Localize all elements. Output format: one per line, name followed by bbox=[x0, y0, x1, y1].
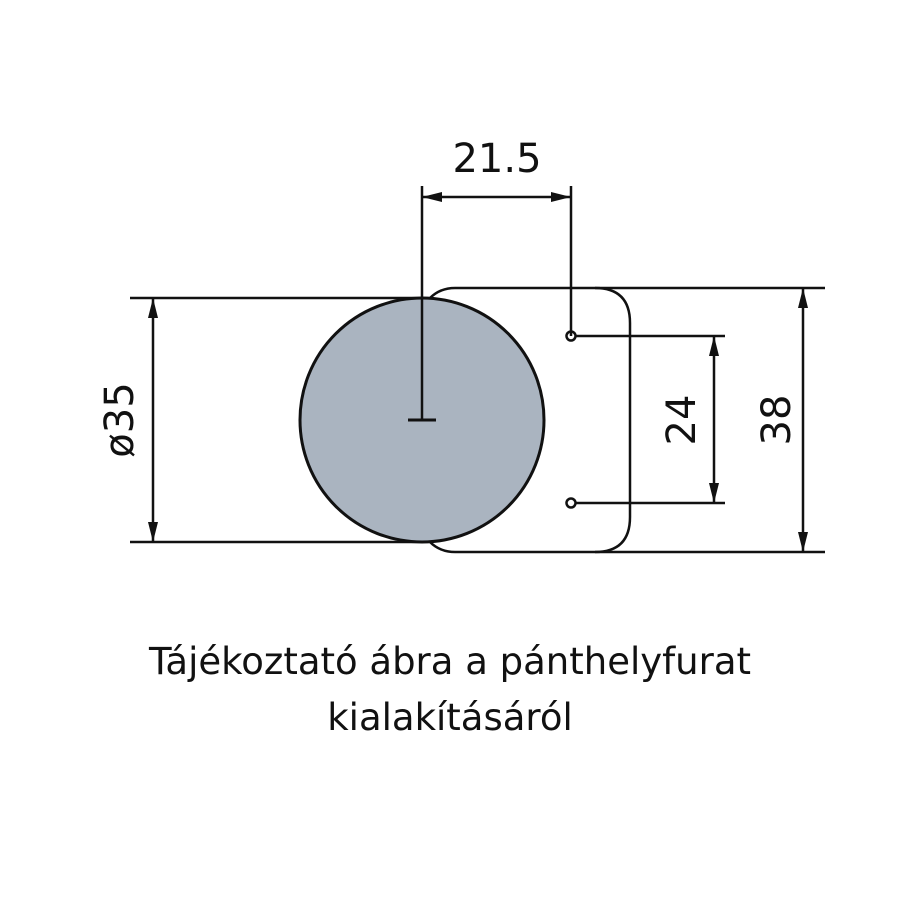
height-dimension-label: 38 bbox=[754, 395, 800, 446]
diameter-dimension-label: ø35 bbox=[97, 382, 143, 457]
screw-hole-bottom bbox=[565, 497, 577, 509]
spacing-dimension-label: 24 bbox=[659, 395, 705, 446]
offset-dimension-label: 21.5 bbox=[452, 136, 541, 182]
caption-line-2: kialakításáról bbox=[327, 696, 573, 739]
caption-line-1: Tájékoztató ábra a pánthelyfurat bbox=[148, 640, 752, 683]
hinge-plate-outline bbox=[429, 286, 632, 554]
